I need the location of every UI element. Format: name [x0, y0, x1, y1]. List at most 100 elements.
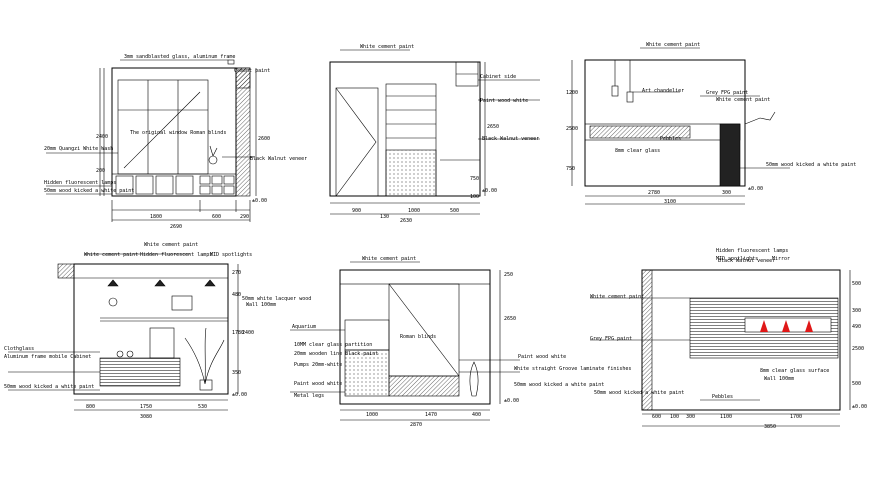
elev4-plant-icon: [184, 327, 225, 385]
elev2-dims-bottom-0: 900: [352, 208, 361, 214]
elev5-dims-bottom-3: 2870: [410, 422, 422, 428]
elev6-dims-right-4: 500: [852, 381, 861, 387]
elevation-1: [46, 59, 257, 222]
elev3-dims-bottom-0: 2780: [648, 190, 660, 196]
elev5-labels-6: Metal legs: [294, 393, 324, 399]
elev6-dims-bottom-4: 1700: [790, 414, 802, 420]
elev2-dims-right-2: ±0.00: [482, 188, 497, 194]
elev4-mobile-cabinet: [99, 357, 181, 387]
elev6-dims-right-1: 300: [852, 308, 861, 314]
elevation-5: [290, 261, 520, 421]
elev5-labels-1: Aquarium: [292, 324, 316, 330]
elev1-labels-0: 3mm sandblasted glass, aluminum frame: [124, 54, 235, 60]
elev3-dims-left-0: 1200: [566, 90, 578, 96]
elev6-dims-right-0: 500: [852, 281, 861, 287]
elev5-labels-5: Paint wood white: [294, 381, 342, 387]
elev4-dims-right-0: 270: [232, 270, 241, 276]
elev3-labels-1: Art chandelier: [642, 88, 684, 94]
elev1-labels-6: 50mm wood kicked a white paint: [44, 188, 134, 194]
elev6-spotlight-icon: [760, 320, 768, 332]
elev4-dims-bottom-1: 1750: [140, 404, 152, 410]
elev6-dims-bottom-1: 100: [670, 414, 679, 420]
elev3-outline: [584, 59, 746, 187]
elev4-spotlight-icon: [107, 279, 119, 287]
elev2-door: [335, 87, 379, 197]
elev4-labels-4: 50mm white lacquer wood: [242, 296, 311, 302]
elev4-outline: [73, 263, 229, 395]
elev2-dims-bottom-3: 130: [380, 214, 389, 220]
elev3-dims-left-2: 750: [566, 166, 575, 172]
elev1-dims-left-1: 200: [96, 168, 105, 174]
elev2-dims-right-3: 100: [470, 194, 479, 200]
elev5-labels-8: Paint wood white: [518, 354, 566, 360]
elev1-labels-5: Hidden fluorescent lamps: [44, 180, 116, 186]
elev2-dims-bottom-1: 1000: [408, 208, 420, 214]
elev1-dims-right-1: ±0.00: [252, 198, 267, 204]
elev6-labels-9: Pebbles: [712, 394, 733, 400]
elev4-labels-8: 50mm wood kicked a white paint: [4, 384, 94, 390]
elev3-labels-0: White cement paint: [646, 42, 700, 48]
elev2-labels-3: Black Walnut veneer: [482, 136, 539, 142]
elev3-labels-3: White cement paint: [716, 97, 770, 103]
elevation-6: [590, 269, 851, 427]
elev2-dims-right-1: 750: [470, 176, 479, 182]
elev3-pebbles: [589, 125, 691, 139]
elev5-laminate-base: [388, 375, 460, 397]
elev4-labels-1: White cement paint: [84, 252, 138, 258]
elev4-picture-frame: [171, 295, 193, 311]
elev5-cabinet: [344, 349, 390, 397]
elev6-labels-0: Hidden fluorescent lamps: [716, 248, 788, 254]
elev1-dims-bottom-1: 600: [212, 214, 221, 220]
elev5-labels-0: White cement paint: [362, 256, 416, 262]
elev5-labels-9: White straight Groove laminate finishes: [514, 366, 631, 372]
elev2-walnut-panel: [385, 149, 437, 197]
elev4-dims-bottom-0: 800: [86, 404, 95, 410]
elev1-dims-bottom-0: 1800: [150, 214, 162, 220]
elev2-dims-right-0: 2650: [487, 124, 499, 130]
elev3-level-0: ±0.00: [748, 186, 763, 192]
elev4-dims-bottom-2: 530: [198, 404, 207, 410]
elev3-dims-bottom-1: 300: [722, 190, 731, 196]
elev1-dims-left-0: 2400: [96, 134, 108, 140]
elev3-counter-leg: [719, 123, 741, 187]
elev5-labels-2: 10MM clear glass partition: [294, 342, 372, 348]
elev6-dims-bottom-5: 3850: [764, 424, 776, 430]
elev1-labels-4: Black Walnut veneer: [250, 156, 307, 162]
elev6-labels-2: Black Walnut veneer: [718, 258, 775, 264]
elev5-labels-10: 50mm wood kicked a white paint: [514, 382, 604, 388]
elev3-labels-2: Grey FPG paint: [706, 90, 748, 96]
elevation-2: [329, 49, 540, 215]
elev2-dims-bottom-4: 2630: [400, 218, 412, 224]
elev5-labels-3: 20mm wooden line Black paint: [294, 351, 378, 357]
elev6-dims-bottom-2: 300: [686, 414, 695, 420]
elev6-dims-bottom-0: 600: [652, 414, 661, 420]
elev2-dims-bottom-2: 500: [450, 208, 459, 214]
elev6-labels-6: 8mm clear glass surface: [760, 368, 829, 374]
elev6-labels-5: Grey FPG paint: [590, 336, 632, 342]
elev5-vase-icon: [469, 361, 479, 397]
elev6-dims-right-3: 2500: [852, 346, 864, 352]
elev5-dims-bottom-1: 1470: [425, 412, 437, 418]
elev3-labels-5: 8mm clear glass: [615, 148, 660, 154]
elev1-dims-bottom-2: 290: [240, 214, 249, 220]
elev4-labels-6: Clothglass: [4, 346, 34, 352]
elev1-labels-1: Cement paint: [234, 68, 270, 74]
elev5-dims-right-1: 2650: [504, 316, 516, 322]
elev6-dims-right-5: ±0.00: [852, 404, 867, 410]
elev6-labels-4: White cement paint: [590, 294, 644, 300]
elev4-labels-2: Hidden fluorescent lamps: [140, 252, 212, 258]
elev4-dims-bottom-3: 3080: [140, 414, 152, 420]
elev2-labels-0: White cement paint: [360, 44, 414, 50]
elev3-labels-6: 50mm wood kicked a white paint: [766, 162, 856, 168]
elev4-dims-right-2: 2400: [242, 330, 254, 336]
elev4-labels-7: Aluminum frame mobile Cabinet: [4, 354, 91, 360]
elev1-dims-bottom-3: 2690: [170, 224, 182, 230]
elev2-labels-1: Cabinet side: [480, 74, 516, 80]
elev5-level-0: ±0.00: [504, 398, 519, 404]
elev5-dims-bottom-0: 1000: [366, 412, 378, 418]
elev1-labels-3: 20mm Quangzi White Wash: [44, 146, 113, 152]
elev4-labels-5: Wall 100mm: [246, 302, 276, 308]
elev4-dims-right-3: 1780: [232, 330, 244, 336]
